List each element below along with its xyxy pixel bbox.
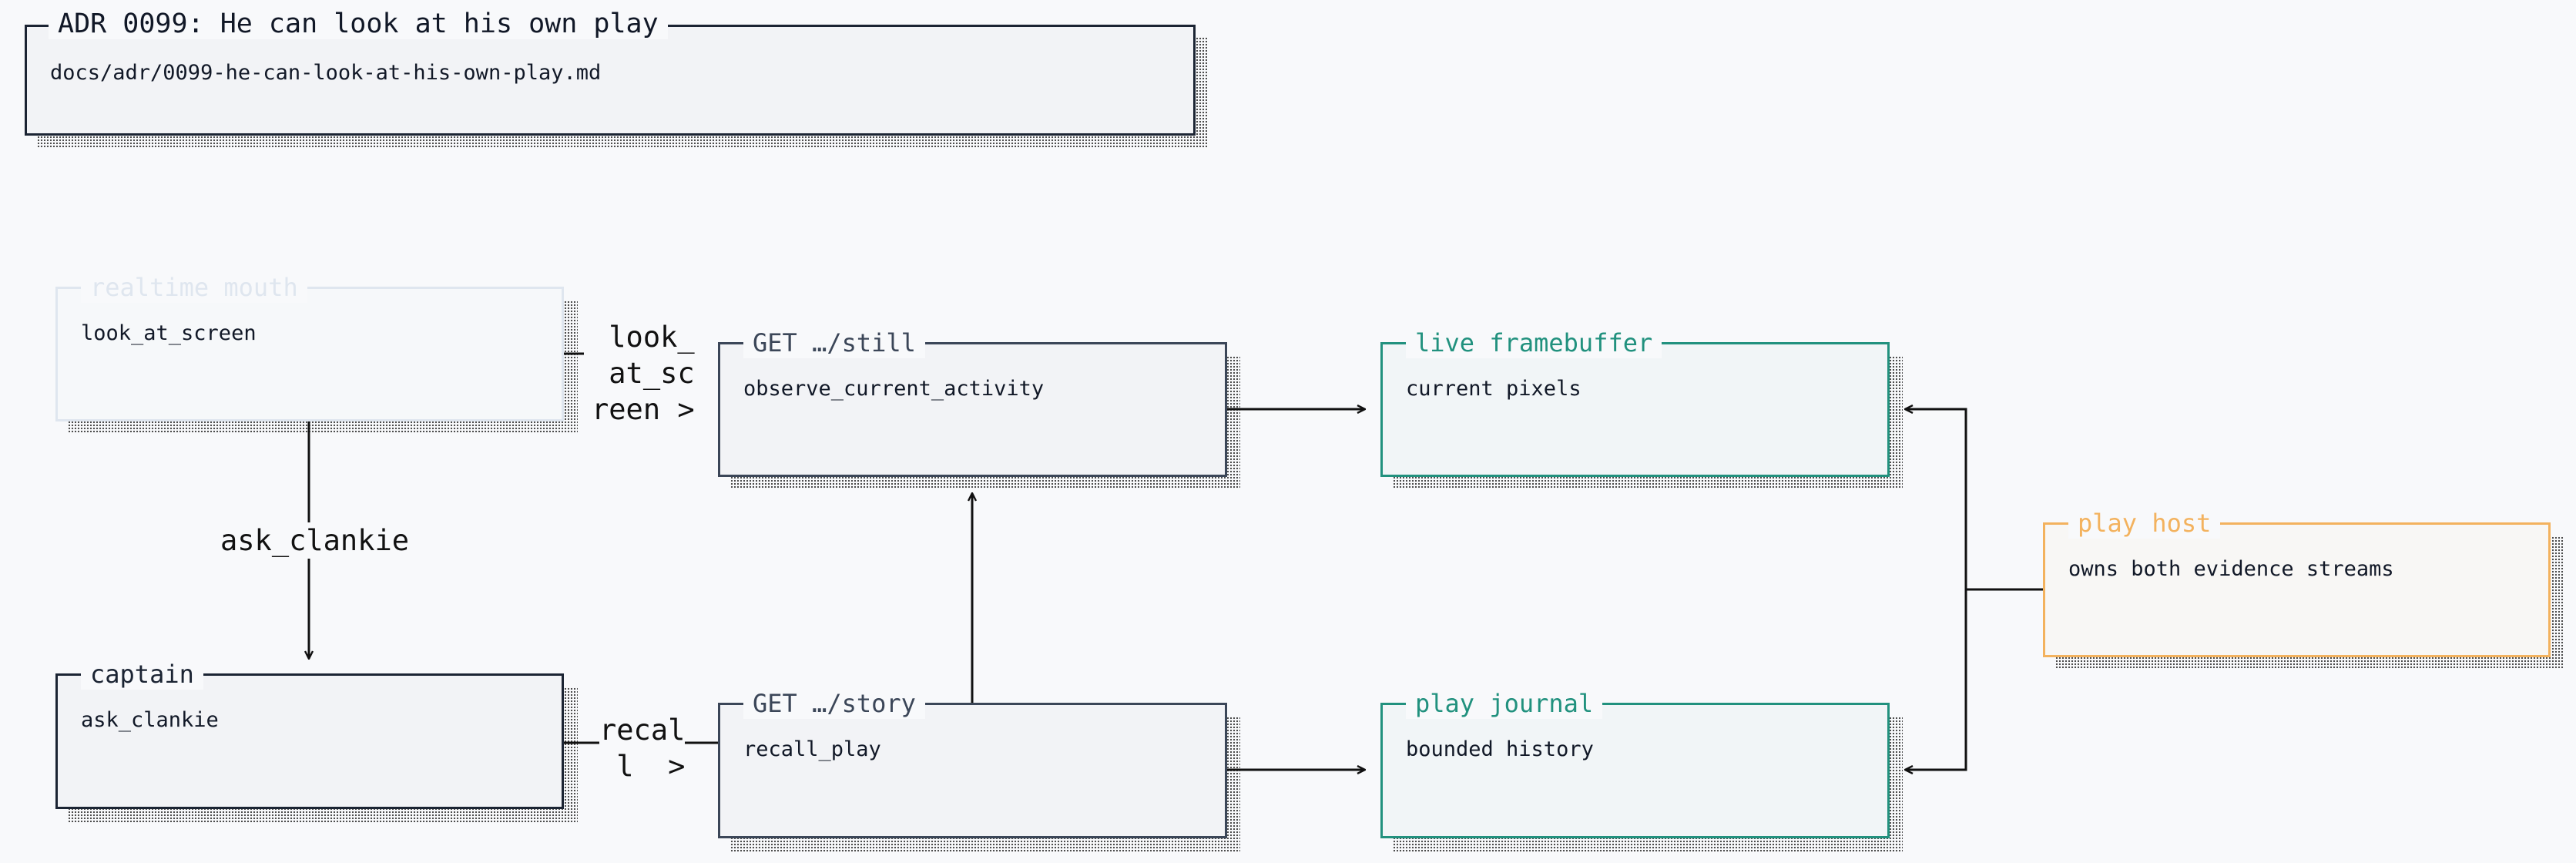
node-realtime-mouth[interactable]: realtime mouth look_at_screen (55, 272, 564, 421)
edge-host-to-journal (1905, 589, 1967, 770)
edge-label-ask-clankie: ask_clankie (217, 522, 413, 559)
node-get-story-body: recall_play (743, 737, 881, 761)
node-play-journal-title: play journal (1406, 688, 1603, 719)
node-get-still-body: observe_current_activity (743, 377, 1045, 401)
node-get-still-title: GET …/still (743, 327, 925, 358)
node-captain[interactable]: captain ask_clankie (55, 659, 564, 809)
node-captain-body: ask_clankie (81, 708, 219, 732)
edge-label-look-at-screen: look_ at_sc reen > (592, 321, 695, 426)
node-get-story[interactable]: GET …/story recall_play (718, 688, 1227, 838)
edge-label-recall: recal l > (599, 712, 686, 784)
node-realtime-mouth-body: look_at_screen (81, 321, 257, 345)
node-realtime-mouth-title: realtime mouth (81, 272, 307, 303)
page-title: ADR 0099: He can look at his own play (49, 8, 668, 39)
node-live-framebuffer[interactable]: live framebuffer current pixels (1380, 327, 1890, 477)
node-captain-title: captain (81, 659, 203, 690)
node-live-framebuffer-body: current pixels (1406, 377, 1581, 401)
node-play-journal-body: bounded history (1406, 737, 1594, 761)
node-play-host-body: owns both evidence streams (2068, 557, 2394, 581)
adr-file-path: docs/adr/0099-he-can-look-at-his-own-pla… (50, 61, 602, 85)
node-get-story-title: GET …/story (743, 688, 925, 719)
node-play-journal[interactable]: play journal bounded history (1380, 688, 1890, 838)
node-get-still[interactable]: GET …/still observe_current_activity (718, 327, 1227, 477)
node-live-framebuffer-title: live framebuffer (1406, 327, 1662, 358)
edge-host-to-framebuffer (1905, 409, 1967, 589)
header-card: ADR 0099: He can look at his own play do… (25, 8, 1196, 136)
node-play-host[interactable]: play host owns both evidence streams (2043, 508, 2551, 657)
node-play-host-title: play host (2068, 508, 2221, 539)
